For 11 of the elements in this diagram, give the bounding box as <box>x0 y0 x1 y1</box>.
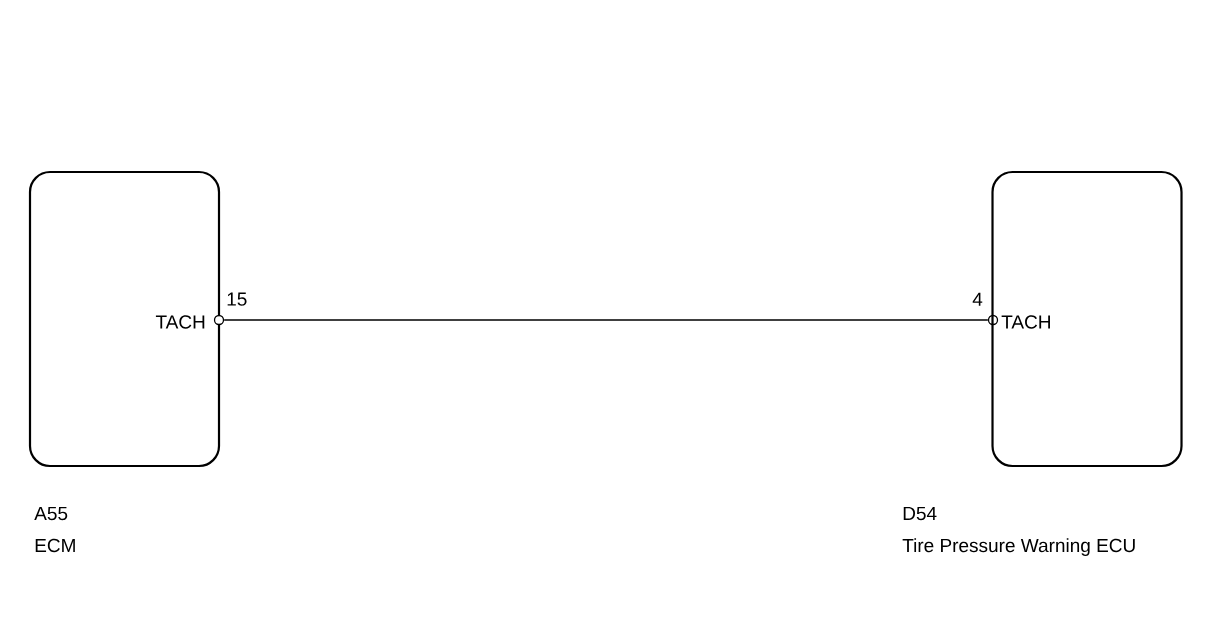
module-box: TACH <box>28 170 221 468</box>
wire <box>223 319 989 321</box>
pin-number: 4 <box>972 292 983 306</box>
pin-number: 15 <box>227 292 247 306</box>
connector-code: A55 <box>34 506 68 521</box>
component-name: Tire Pressure Warning ECU <box>902 538 1135 556</box>
connector-code: D54 <box>903 506 937 521</box>
component-name: ECM <box>35 538 75 553</box>
pin-terminal <box>213 314 225 326</box>
module-box: TACH <box>991 170 1183 468</box>
pin-terminal <box>987 314 999 326</box>
